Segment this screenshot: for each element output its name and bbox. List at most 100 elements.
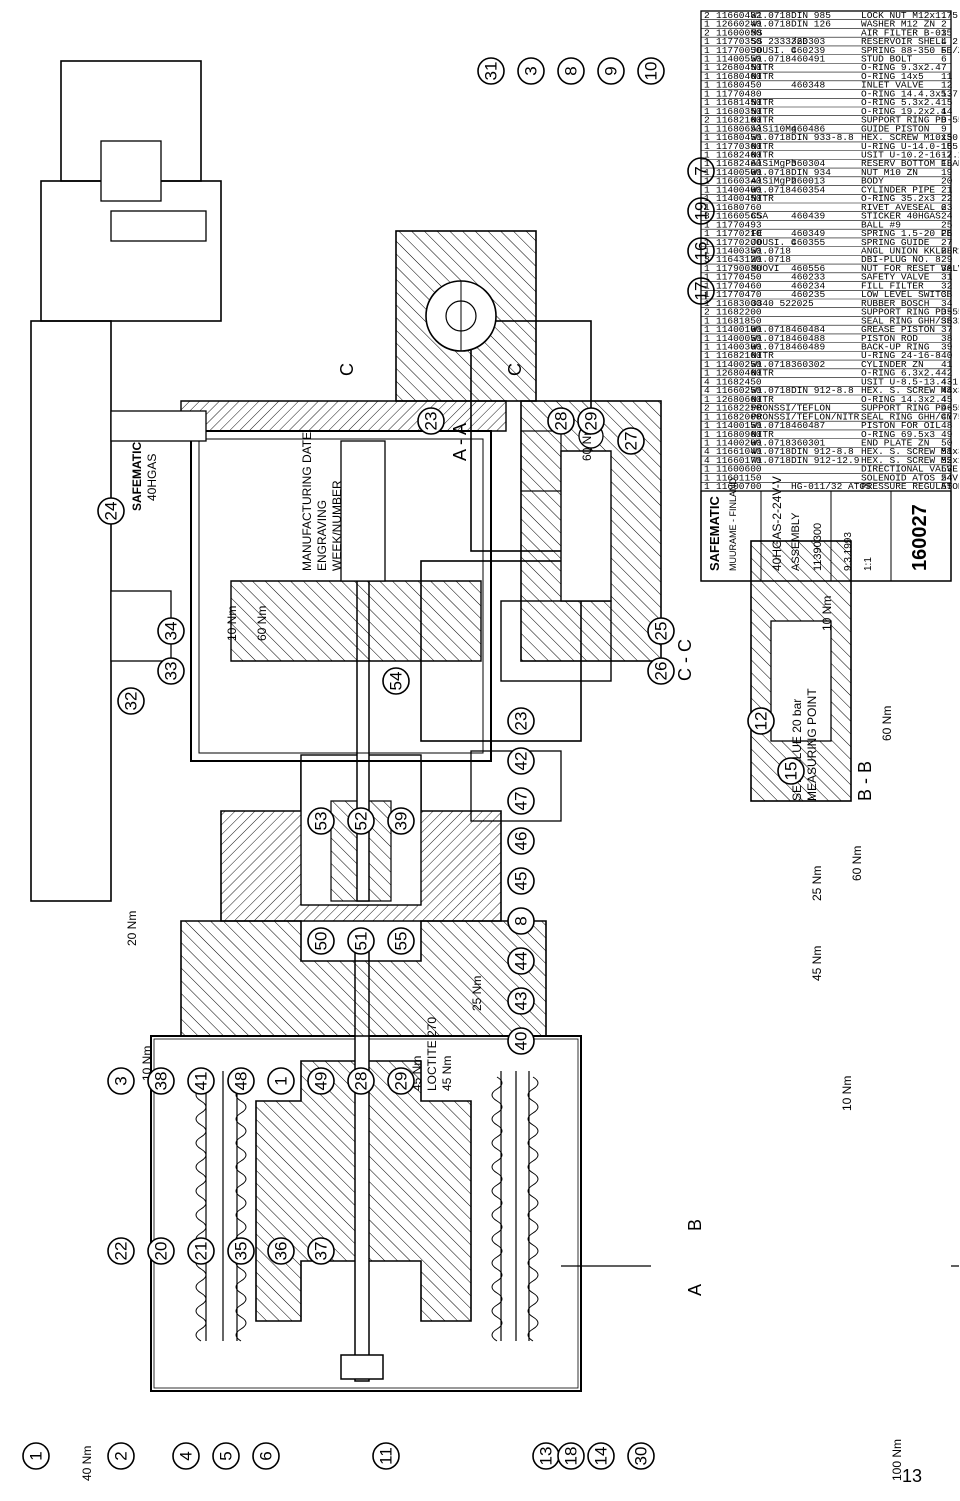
bom-qty: 1: [704, 228, 710, 239]
bom-item: 18: [941, 158, 953, 169]
bom-material: W1.0718: [751, 184, 791, 195]
bom-detail: 360301: [791, 438, 826, 449]
svg-text:43: 43: [512, 992, 531, 1011]
svg-text:11: 11: [377, 1447, 396, 1465]
bom-material: W1.0718: [751, 10, 791, 21]
svg-text:28: 28: [552, 412, 571, 431]
bom-qty: 1: [704, 246, 710, 257]
bom-description: U-RING 24-16-8: [861, 350, 941, 361]
bom-code: 11400050: [716, 333, 762, 344]
bom-item: 9: [941, 123, 947, 134]
svg-text:29: 29: [392, 1072, 411, 1091]
bom-detail: 460491: [791, 54, 826, 65]
title-block-title: 40HGAS-2-24V-V: [770, 476, 784, 571]
bom-detail: 460348: [791, 80, 826, 91]
svg-text:33: 33: [162, 662, 181, 681]
bom-material: NITR: [751, 150, 774, 161]
svg-text:55: 55: [392, 932, 411, 951]
bom-code: 11660170: [716, 455, 762, 466]
bom-item: 36: [941, 315, 953, 326]
item-balloon: 51: [347, 927, 375, 955]
svg-text:28: 28: [352, 1072, 371, 1091]
bom-description: SPRING GUIDE: [861, 237, 930, 248]
svg-text:50: 50: [312, 932, 331, 951]
bom-description: U-RING U-14.0-155-12.6IN: [861, 141, 959, 152]
bom-qty: 2: [704, 403, 710, 414]
bom-qty: 1: [704, 481, 710, 492]
bom-description: O-RING 14x5: [861, 71, 924, 82]
item-balloon: 42: [507, 747, 535, 775]
bom-code: 11660565: [716, 211, 762, 222]
bom-code: 11682250: [716, 403, 762, 414]
bom-description: BACK-UP RING: [861, 342, 930, 353]
bom-code: 11770050: [716, 45, 762, 56]
title-block-date: 9.3.1993: [843, 532, 854, 571]
torque-label: 60 Nm: [850, 846, 864, 881]
assembly-drawing: A B A B C C A - A C - C: [22, 10, 959, 1481]
bom-material: NITR: [751, 429, 774, 440]
bom-code: 11680350: [716, 106, 762, 117]
bom-qty: 1: [704, 315, 710, 326]
bom-item: 49: [941, 429, 953, 440]
svg-text:20: 20: [152, 1242, 171, 1261]
bom-item: 22: [941, 193, 953, 204]
bom-qty: 1: [704, 36, 710, 47]
item-balloon: 34: [157, 617, 185, 645]
bom-qty: 1: [704, 193, 710, 204]
bom-material: NITR: [751, 115, 774, 126]
bom-material: W1.0718: [751, 420, 791, 431]
bom-detail: 260013: [791, 176, 826, 187]
bom-description: SUPPORT RING PD-55-6.3x2.5-L-91: [861, 307, 959, 318]
item-balloon: 15: [777, 757, 805, 785]
svg-text:46: 46: [512, 832, 531, 851]
bom-code: 11660250: [716, 385, 762, 396]
bom-detail: DIN 912-12.9: [791, 455, 860, 466]
svg-text:31: 31: [482, 62, 501, 81]
bom-qty: 1: [704, 150, 710, 161]
item-balloon: 1: [267, 1067, 295, 1095]
bom-code: 11770200: [716, 237, 762, 248]
bom-code: 11680650: [716, 123, 762, 134]
bom-code: 11770470: [716, 289, 762, 300]
bom-item: 52: [941, 455, 953, 466]
item-balloon: 1: [22, 1442, 50, 1470]
bom-qty: 1: [704, 45, 710, 56]
bom-qty: 1: [704, 54, 710, 65]
bom-item: 2: [941, 19, 947, 30]
bom-item: 7: [941, 62, 947, 73]
bom-item: 16: [941, 141, 953, 152]
bom-description: NUT FOR RESET VALVE: [861, 263, 959, 274]
bom-item: 15: [941, 132, 953, 143]
bom-description: O-RING 35.2x3: [861, 193, 935, 204]
bom-code: 12680600: [716, 394, 762, 405]
bom-item: 51: [941, 446, 953, 457]
page-number: 13: [902, 1466, 923, 1486]
bom-description: SPRING 88-350 FE/ZN: [861, 45, 959, 56]
bom-item: 42: [941, 368, 953, 379]
bom-description: O-RING 9.3x2.4: [861, 62, 941, 73]
bom-qty: 2: [704, 115, 710, 126]
item-balloon: 12: [747, 707, 775, 735]
bom-material: W1.0718: [751, 455, 791, 466]
item-balloon: 20: [147, 1237, 175, 1265]
bom-material: W1.0718: [751, 132, 791, 143]
bom-detail: DIN 126: [791, 19, 831, 30]
bom-item: 20: [941, 176, 953, 187]
bom-code: 11682000: [716, 411, 762, 422]
section-c-label: C: [337, 363, 357, 376]
item-balloon: 47: [507, 787, 535, 815]
svg-text:1: 1: [272, 1076, 291, 1085]
bom-code: 11400500: [716, 167, 762, 178]
svg-text:53: 53: [312, 812, 331, 831]
bom-code: 11660340: [716, 176, 762, 187]
bom-material: SS 2333/2D: [751, 36, 808, 47]
bom-description: FILL FILTER: [861, 280, 924, 291]
bom-description: SEAL RING GHH/SS32/21x4.2: [861, 315, 959, 326]
bom-description: END PLATE ZN: [861, 438, 929, 449]
bom-description: SUPPORT RING PD-55-3.2x15-L-44: [861, 115, 959, 126]
bom-code: 11400400: [716, 184, 762, 195]
bom-qty: 1: [704, 71, 710, 82]
bom-item: 55: [941, 481, 953, 492]
bom-description: RUBBER BOSCH: [861, 298, 929, 309]
svg-text:42: 42: [512, 752, 531, 771]
